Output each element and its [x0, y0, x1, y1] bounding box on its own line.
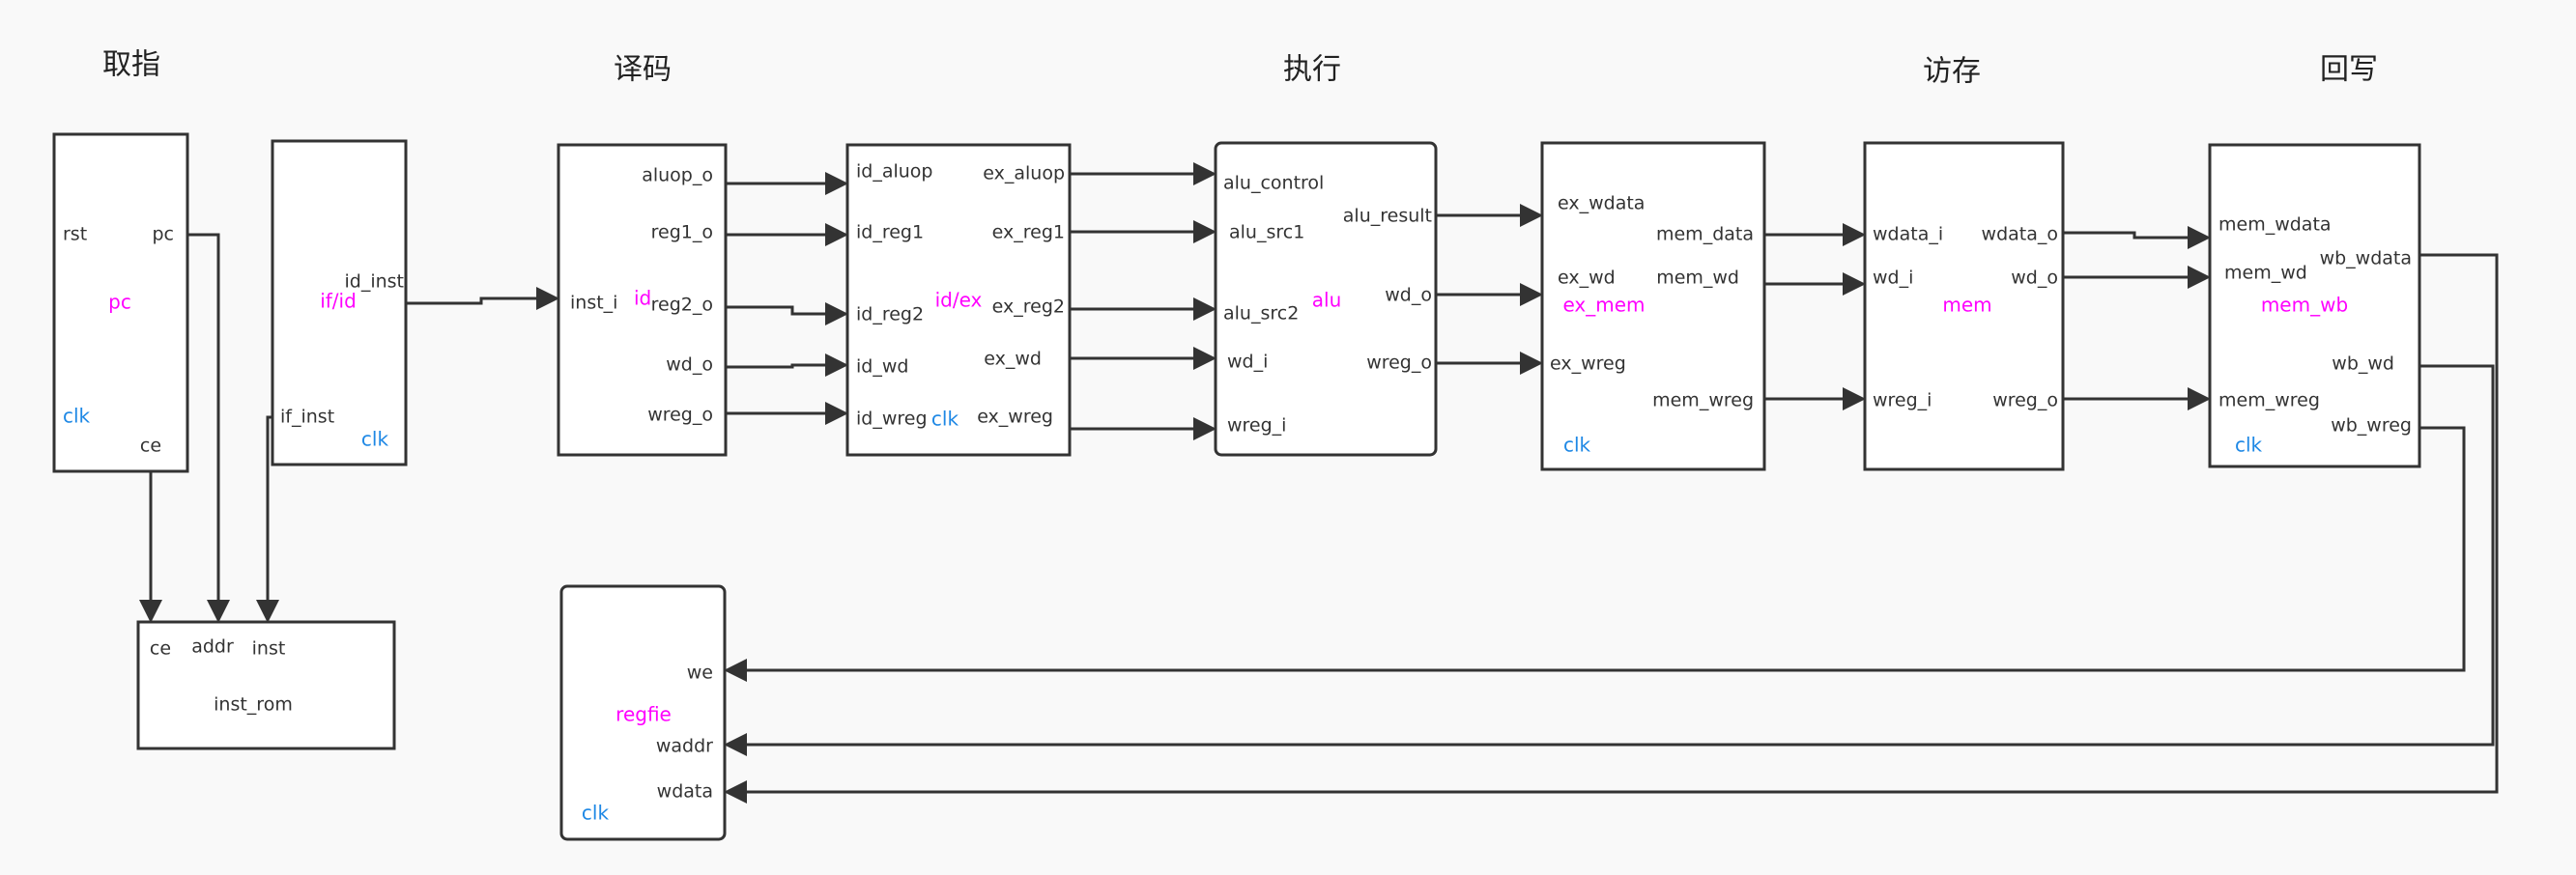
block-name: regfie [615, 703, 672, 726]
block-mem-wb: mem_wdata mem_wd mem_wreg wb_wdata wb_wd… [2208, 143, 2421, 468]
wire-wb-wdata [724, 253, 2499, 804]
port-clk: clk [63, 405, 91, 428]
block-name: ex_mem [1562, 294, 1645, 317]
port-id-inst: id_inst [344, 271, 404, 293]
port-in: ex_wd [1558, 268, 1616, 289]
port-out: reg1_o [651, 222, 713, 243]
wire-wdata-o [2063, 226, 2211, 249]
block-name: inst_rom [214, 694, 293, 716]
wire-reg2 [726, 302, 848, 325]
block-id: inst_i id aluop_o reg1_o reg2_o wd_o wre… [557, 143, 728, 457]
block-name: if/id [320, 290, 357, 313]
block-if-id: id_inst if/id if_inst clk [271, 139, 408, 466]
port-in: id_reg2 [856, 304, 924, 325]
port-in: id_reg1 [856, 222, 924, 243]
wire-pc-addr [187, 233, 230, 623]
block-mem: wdata_i wd_i wreg_i wdata_o wd_o wreg_o … [1863, 141, 2065, 471]
port-rst: rst [63, 224, 87, 245]
port-we: we [687, 663, 713, 684]
port-out: ex_wreg [977, 407, 1053, 428]
port-in: wd_i [1873, 268, 1913, 289]
port-in: ex_wreg [1550, 353, 1626, 375]
stage-title-writeback: 回写 [2320, 53, 2378, 87]
port-in: id_wreg [856, 409, 928, 430]
port-out: wd_o [2011, 268, 2058, 289]
port-out: aluop_o [642, 165, 713, 186]
stage-title-fetch: 取指 [102, 48, 160, 82]
port-in: wreg_i [1873, 390, 1932, 411]
port-in: alu_control [1223, 173, 1324, 194]
port-clk: clk [931, 408, 959, 431]
block-pc: rst pc pc clk ce [52, 132, 189, 473]
block-ex-mem: ex_wdata ex_wd ex_wreg mem_data mem_wd m… [1540, 141, 1766, 471]
port-addr: addr [191, 636, 234, 658]
port-pc: pc [152, 224, 174, 245]
port-clk: clk [2235, 434, 2263, 457]
wire-id-inst [406, 287, 559, 310]
port-wdata: wdata [657, 781, 713, 803]
stage-title-memory: 访存 [1923, 55, 1981, 89]
block-name: id/ex [935, 289, 983, 312]
block-alu: alu_control alu_src1 alu_src2 wd_i wreg_… [1214, 141, 1438, 457]
block-name: id [634, 287, 651, 310]
port-out: reg2_o [651, 295, 713, 316]
port-out: mem_wd [1656, 268, 1739, 289]
port-in: id_wd [856, 356, 908, 378]
stage-title-decode: 译码 [614, 53, 672, 87]
port-in: mem_wreg [2218, 390, 2320, 411]
port-if-inst: if_inst [280, 407, 334, 428]
wires [139, 162, 2499, 804]
port-out: mem_data [1656, 224, 1754, 245]
port-ce: ce [140, 436, 161, 457]
port-out: mem_wreg [1652, 390, 1754, 411]
port-in: wreg_i [1227, 415, 1286, 437]
port-out: wreg_o [1992, 390, 2058, 411]
port-inst-i: inst_i [570, 293, 617, 314]
port-in: wdata_i [1873, 224, 1943, 245]
block-name: mem [1942, 294, 1991, 317]
port-clk: clk [582, 802, 610, 825]
wire-inst [256, 415, 279, 623]
port-out: wb_wd [2332, 353, 2394, 375]
port-inst: inst [252, 638, 286, 660]
port-out: wd_o [1385, 285, 1432, 306]
block-name: pc [108, 291, 131, 314]
port-clk: clk [1563, 434, 1591, 457]
block-id-ex: id_aluop id_reg1 id_reg2 id_wd id_wreg e… [845, 143, 1072, 457]
port-in: mem_wd [2224, 263, 2307, 284]
wire-wd [726, 353, 848, 377]
port-ce: ce [150, 638, 171, 660]
wire-wb-wd [724, 364, 2495, 756]
stage-title-execute: 执行 [1283, 53, 1341, 87]
port-in: ex_wdata [1558, 193, 1645, 214]
port-out: wb_wdata [2320, 248, 2412, 269]
block-inst-rom: ce addr inst inst_rom [136, 620, 396, 750]
port-out: wd_o [666, 354, 713, 376]
port-out: wreg_o [1366, 353, 1432, 374]
port-in: alu_src2 [1223, 303, 1299, 325]
port-out: ex_reg2 [992, 296, 1065, 318]
port-out: wb_wreg [2331, 415, 2412, 437]
port-in: mem_wdata [2218, 214, 2332, 236]
port-in: alu_src1 [1229, 222, 1304, 243]
port-out: wdata_o [1982, 224, 2058, 245]
block-regfile: we regfie waddr wdata clk [559, 584, 727, 841]
port-in: id_aluop [856, 161, 933, 183]
wire-wb-wreg [724, 426, 2466, 682]
port-out: wreg_o [647, 405, 713, 426]
block-name: alu [1312, 289, 1342, 312]
port-out: ex_wd [984, 349, 1042, 370]
port-waddr: waddr [656, 736, 713, 757]
port-out: alu_result [1343, 206, 1432, 227]
port-out: ex_aluop [983, 163, 1065, 184]
port-clk: clk [361, 428, 389, 451]
port-in: wd_i [1227, 352, 1268, 373]
block-name: mem_wb [2261, 294, 2348, 317]
port-out: ex_reg1 [992, 222, 1065, 243]
